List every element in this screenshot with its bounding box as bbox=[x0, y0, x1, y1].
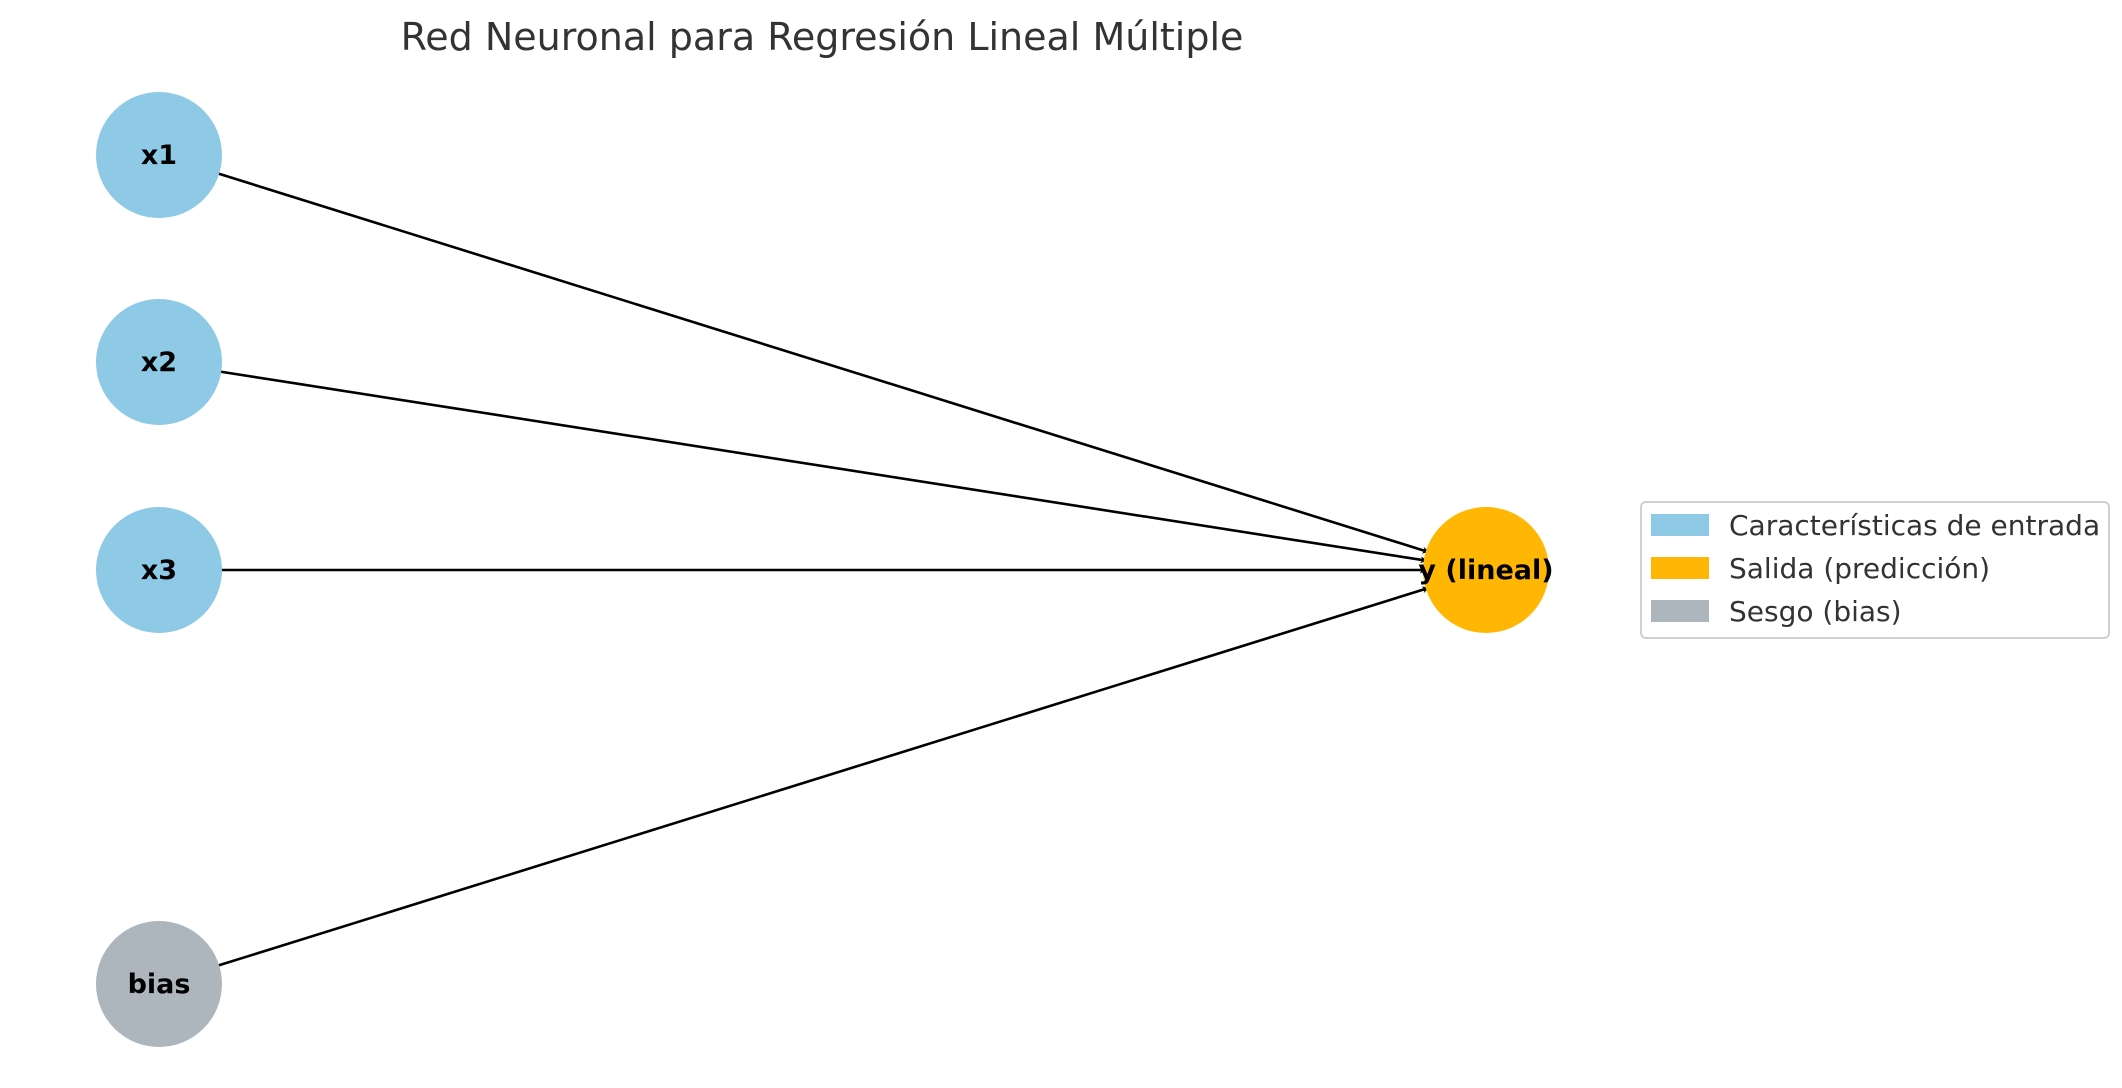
legend-swatch-bias bbox=[1651, 600, 1709, 622]
legend: Características de entrada Salida (predi… bbox=[1640, 501, 2110, 639]
legend-swatch-input bbox=[1651, 514, 1709, 536]
node-x3-circle bbox=[96, 507, 222, 633]
edge-bias-to-y bbox=[217, 586, 1430, 967]
node-x1: x1 bbox=[96, 92, 222, 218]
edge-x1-to-y bbox=[217, 172, 1430, 554]
legend-frame bbox=[1640, 501, 2110, 639]
legend-label-output: Salida (predicción) bbox=[1729, 552, 1990, 585]
node-bias-circle bbox=[96, 921, 222, 1047]
diagram-title: Red Neuronal para Regresión Lineal Múlti… bbox=[401, 15, 1244, 59]
legend-label-bias: Sesgo (bias) bbox=[1729, 595, 1902, 628]
edge-x2-to-y bbox=[220, 370, 1428, 564]
edges-layer bbox=[217, 172, 1430, 967]
node-x2-label: x2 bbox=[141, 347, 177, 378]
node-y-circle bbox=[1423, 507, 1549, 633]
node-y: y (lineal) bbox=[1418, 507, 1554, 633]
legend-label-input: Características de entrada bbox=[1729, 509, 2100, 542]
node-bias-label: bias bbox=[128, 969, 191, 1000]
legend-swatch-output bbox=[1651, 557, 1709, 579]
node-x1-label: x1 bbox=[141, 140, 177, 171]
node-x3-label: x3 bbox=[141, 555, 177, 586]
node-x2-circle bbox=[96, 299, 222, 425]
nodes-layer: x1 x2 x3 bias y (lineal) bbox=[96, 92, 1554, 1047]
node-y-label: y (lineal) bbox=[1418, 555, 1553, 586]
node-x2: x2 bbox=[96, 299, 222, 425]
node-x1-circle bbox=[96, 92, 222, 218]
node-bias: bias bbox=[96, 921, 222, 1047]
node-x3: x3 bbox=[96, 507, 222, 633]
